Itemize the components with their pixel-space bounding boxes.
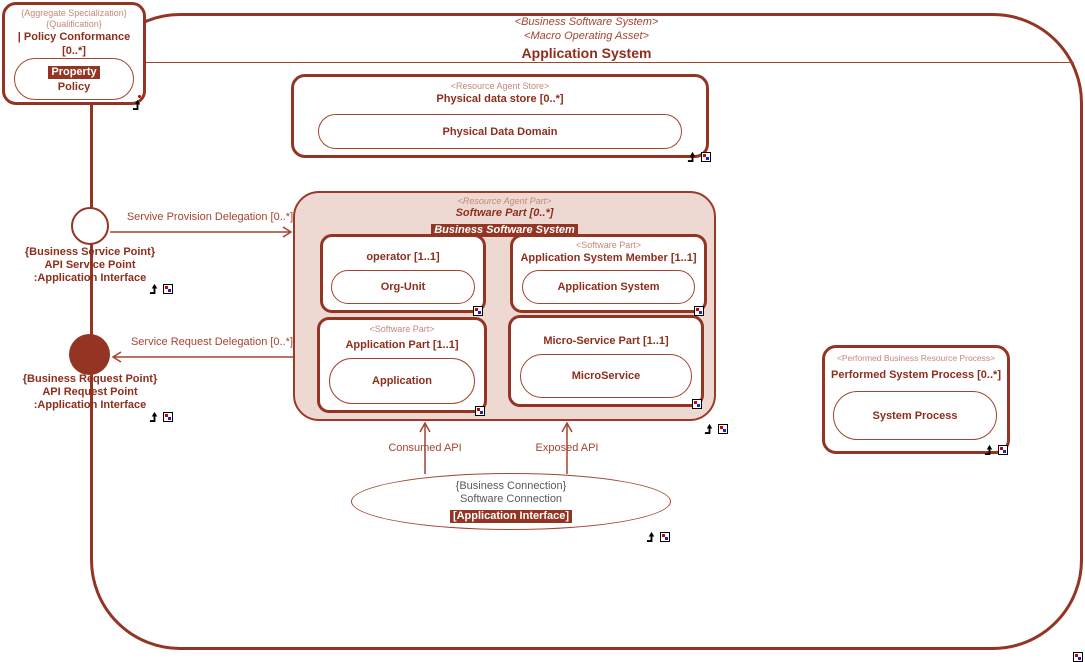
app-part-stereotype: <Software Part> (369, 324, 435, 334)
application-node[interactable]: Application (329, 358, 475, 404)
service-point-line1: {Business Service Point} (24, 246, 156, 258)
system-process-label: System Process (872, 409, 958, 422)
diagram-icon[interactable] (998, 445, 1008, 455)
microservice-label: MicroService (571, 370, 641, 382)
app-system-member-node[interactable]: <Software Part> Application System Membe… (510, 234, 707, 313)
boundary-header: <Business Software System> <Macro Operat… (90, 15, 1083, 62)
diagram-icon[interactable] (163, 284, 173, 294)
operator-node[interactable]: operator [1..1] Org-Unit (320, 234, 486, 313)
navigate-icon[interactable] (149, 283, 160, 294)
request-point-labels: {Business Request Point} API Request Poi… (5, 373, 175, 412)
service-point-port[interactable] (71, 207, 109, 245)
member-inner-label: Application System (557, 281, 660, 293)
org-unit-label: Org-Unit (380, 281, 426, 293)
navigate-icon[interactable] (687, 151, 698, 162)
operator-label: operator [1..1] (366, 251, 440, 263)
policy-line-qualification: {Qualification} (46, 19, 102, 29)
service-point-line2: API Service Point (44, 259, 136, 271)
application-part-node[interactable]: <Software Part> Application Part [1..1] … (317, 317, 487, 413)
policy-property-highlight: Property (48, 65, 100, 79)
data-store-icons (687, 151, 711, 162)
microservice-node[interactable]: MicroService (520, 354, 692, 398)
app-part-label: Application Part [1..1] (345, 339, 459, 351)
consumed-api-label: Consumed API (388, 442, 462, 454)
member-diagram-icon[interactable] (694, 303, 704, 321)
navigate-icon[interactable] (704, 423, 715, 434)
performed-label: Performed System Process [0..*] (831, 369, 1001, 381)
exposed-api-label: Exposed API (535, 442, 599, 454)
request-point-line3: :Application Interface (33, 399, 147, 411)
boundary-diagram-icon[interactable] (1073, 649, 1083, 662)
policy-navigate-icon[interactable] (132, 95, 143, 115)
policy-inner-node[interactable]: Property Policy (14, 58, 134, 100)
request-point-port[interactable] (69, 334, 110, 375)
service-point-icons (149, 283, 173, 294)
physical-data-store-node[interactable]: <Resource Agent Store> Physical data sto… (291, 74, 709, 158)
app-part-diagram-icon[interactable] (475, 403, 485, 421)
connection-icons (646, 531, 670, 542)
diagram-icon[interactable] (660, 532, 670, 542)
diagram-icon[interactable] (718, 424, 728, 434)
software-part-highlight: Business Software System (431, 224, 578, 237)
software-connection-node[interactable]: {Business Connection} Software Connectio… (351, 473, 671, 530)
policy-name: Policy (57, 80, 91, 93)
data-store-stereotype: <Resource Agent Store> (450, 81, 550, 91)
policy-line-aggregate: {Aggregate Specialization} (21, 8, 127, 18)
data-store-label: Physical data store [0..*] (436, 93, 564, 105)
connection-line2: Software Connection (459, 492, 563, 505)
policy-conformance-label: | Policy Conformance [0..*] (17, 31, 131, 57)
request-point-icons (149, 411, 173, 422)
software-part-stereotype: <Resource Agent Part> (457, 196, 552, 206)
member-label: Application System Member [1..1] (520, 252, 697, 264)
performed-process-node[interactable]: <Performed Business Resource Process> Pe… (822, 345, 1010, 454)
application-label: Application (372, 375, 432, 387)
service-point-line3: :Application Interface (33, 272, 147, 284)
member-stereotype: <Software Part> (575, 240, 642, 250)
policy-conformance-node[interactable]: {Aggregate Specialization} {Qualificatio… (2, 2, 146, 105)
operator-diagram-icon[interactable] (473, 303, 483, 321)
diagram-icon[interactable] (163, 412, 173, 422)
boundary-stereotype-2: <Macro Operating Asset> (524, 30, 649, 42)
boundary-title: Application System (521, 45, 652, 61)
software-part-icons (704, 423, 728, 434)
performed-icons (984, 444, 1008, 455)
physical-data-domain-label: Physical Data Domain (442, 125, 558, 138)
connection-line1: {Business Connection} (455, 479, 567, 492)
system-process-node[interactable]: System Process (833, 391, 997, 440)
connection-highlight: [Application Interface] (449, 509, 573, 523)
physical-data-domain-node[interactable]: Physical Data Domain (318, 114, 682, 149)
provision-delegation-label: Servive Provision Delegation [0..*] (126, 211, 294, 223)
navigate-icon[interactable] (646, 531, 657, 542)
request-delegation-label: Service Request Delegation [0..*] (130, 336, 294, 348)
diagram-icon[interactable] (701, 152, 711, 162)
request-point-line2: API Request Point (42, 386, 138, 398)
service-point-labels: {Business Service Point} API Service Poi… (5, 246, 175, 285)
org-unit-node[interactable]: Org-Unit (331, 270, 475, 304)
micro-service-part-node[interactable]: Micro-Service Part [1..1] MicroService (508, 315, 704, 407)
boundary-stereotype-1: <Business Software System> (514, 16, 659, 28)
member-inner-node[interactable]: Application System (522, 270, 695, 304)
navigate-icon[interactable] (149, 411, 160, 422)
performed-stereotype: <Performed Business Resource Process> (836, 353, 996, 363)
software-part-label: Software Part [0..*] (455, 207, 554, 219)
micro-label: Micro-Service Part [1..1] (543, 335, 669, 347)
navigate-icon[interactable] (984, 444, 995, 455)
micro-diagram-icon[interactable] (692, 396, 702, 414)
request-point-line1: {Business Request Point} (22, 373, 158, 385)
header-separator (99, 62, 1074, 63)
